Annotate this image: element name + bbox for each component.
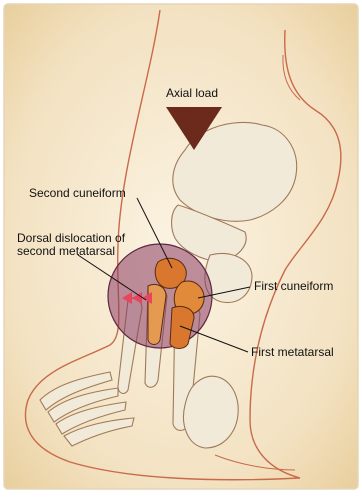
label-second-cuneiform: Second cuneiform <box>29 187 126 200</box>
label-first-metatarsal: First metatarsal <box>251 346 334 359</box>
label-dorsal-dislocation-line2: second metatarsal <box>17 245 115 258</box>
label-first-cuneiform: First cuneiform <box>254 280 333 293</box>
label-axial-load: Axial load <box>166 87 218 100</box>
